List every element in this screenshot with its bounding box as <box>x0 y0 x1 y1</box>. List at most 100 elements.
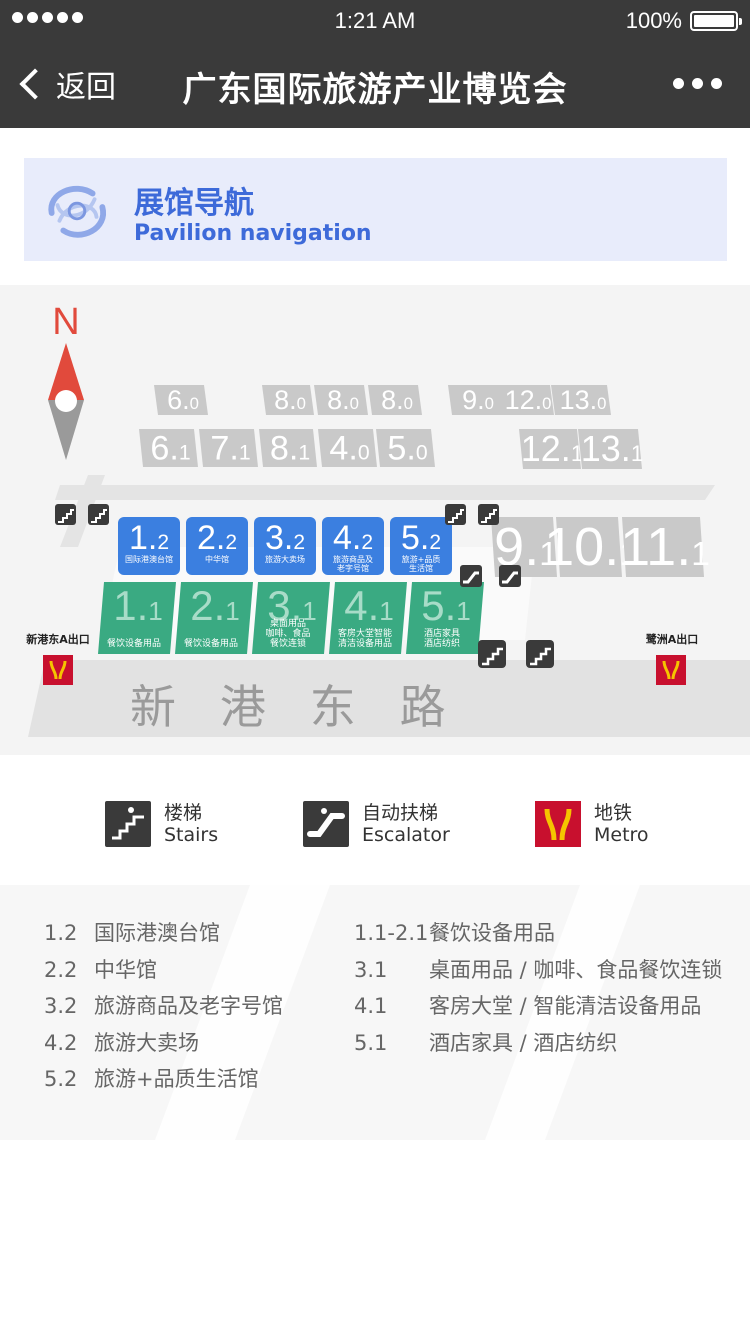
hall-label: 酒店纺织 <box>424 637 460 649</box>
blue-hall-5.2[interactable]: 5.2旅游+品质生活馆 <box>390 517 452 575</box>
gray-hall-13.0[interactable]: 13.0 <box>551 385 611 415</box>
gray-hall-5.0[interactable]: 5.0 <box>376 429 435 467</box>
gray-hall-10.1[interactable]: 10.1 <box>544 517 638 577</box>
hall-number: 11.1 <box>620 517 710 577</box>
gray-hall-block <box>318 429 377 467</box>
top-bar: 1:21 AM 100% 返回 广东国际旅游产业博览会 <box>0 0 750 128</box>
legend-escalator-cn: 自动扶梯 <box>362 802 439 824</box>
hall-label: 咖啡、食品 <box>265 627 310 639</box>
navigation-bar: 返回 广东国际旅游产业博览会 <box>0 40 750 128</box>
gray-hall-7.1[interactable]: 7.1 <box>199 429 258 467</box>
gray-hall-11.1[interactable]: 11.1 <box>620 517 710 577</box>
hall-number: 4.2 <box>333 519 373 557</box>
blue-hall-block <box>390 517 452 575</box>
gray-hall-6.1[interactable]: 6.1 <box>139 429 198 467</box>
stairs-icon <box>88 504 109 525</box>
metro-icon <box>43 655 73 685</box>
blue-halls-group: 1.2国际港澳台馆2.2中华馆3.2旅游大卖场4.2旅游商品及老字号馆5.2旅游… <box>118 517 452 575</box>
blue-hall-block <box>118 517 180 575</box>
hall-label: 餐饮设备用品 <box>107 637 161 649</box>
hall-number: 8.0 <box>327 385 359 415</box>
gray-hall-block <box>368 385 422 415</box>
gray-hall-block <box>154 385 208 415</box>
hall-label: 客房大堂智能 <box>338 627 392 639</box>
hall-number: 8.0 <box>381 385 413 415</box>
hall-label: 餐饮设备用品 <box>184 637 238 649</box>
hall-number: 6.1 <box>150 429 190 467</box>
hall-label: 老字号馆 <box>337 563 369 573</box>
gray-hall-9.0[interactable]: 9.0 <box>448 385 504 415</box>
background-decoration <box>155 885 640 1140</box>
gray-hall-block <box>556 517 622 577</box>
back-label: 返回 <box>56 70 116 105</box>
gray-hall-block <box>259 429 317 467</box>
gray-hall-block <box>578 429 642 469</box>
gray-hall-4.0[interactable]: 4.0 <box>318 429 377 467</box>
legend-escalator-en: Escalator <box>362 824 450 846</box>
blue-hall-block <box>322 517 384 575</box>
gray-hall-6.0[interactable]: 6.0 <box>154 385 208 415</box>
gray-hall-8.0[interactable]: 8.0 <box>368 385 422 415</box>
hall-number: 2.2 <box>197 519 237 557</box>
escalator-icon <box>303 801 349 847</box>
gray-hall-block <box>491 517 557 577</box>
hall-number: 5.0 <box>387 429 427 467</box>
more-options-button[interactable] <box>673 78 722 89</box>
escalator-icon <box>499 565 521 587</box>
compass-icon: N <box>48 301 84 460</box>
gray-hall-8.0[interactable]: 8.0 <box>262 385 314 415</box>
gray-hall-block <box>448 385 504 415</box>
hall-label: 旅游大卖场 <box>265 554 305 564</box>
stairs-icon <box>445 504 466 525</box>
green-hall-block <box>329 582 407 654</box>
hall-label: 餐饮连锁 <box>270 637 306 649</box>
gray-hall-13.1[interactable]: 13.1 <box>578 428 643 469</box>
gray-hall-8.1[interactable]: 8.1 <box>259 429 317 467</box>
map-walkway <box>60 475 105 547</box>
gray-hall-12.1[interactable]: 12.1 <box>519 428 583 469</box>
green-hall-block <box>252 582 330 654</box>
hall-number: 4.1 <box>344 582 394 629</box>
hall-number: 7.1 <box>210 429 250 467</box>
legend-metro-en: Metro <box>594 824 649 846</box>
hall-label: 酒店家具 <box>424 627 460 639</box>
hall-number: 8.1 <box>270 429 310 467</box>
hall-number: 12.1 <box>521 428 583 469</box>
back-button[interactable]: 返回 <box>18 62 116 106</box>
hall-number: 13.1 <box>581 428 643 469</box>
hall-number: 1.2 <box>129 519 169 557</box>
hall-label: 清洁设备用品 <box>338 637 392 649</box>
hall-number: 5.1 <box>421 582 471 629</box>
gray-hall-8.0[interactable]: 8.0 <box>314 385 368 415</box>
gray-hall-block <box>262 385 314 415</box>
hall-number: 3.2 <box>265 519 305 557</box>
gray-hall-12.0[interactable]: 12.0 <box>498 385 554 415</box>
green-hall-block <box>406 582 484 654</box>
green-hall-1.1[interactable]: 1.1 餐饮设备用品 <box>98 582 176 654</box>
blue-hall-block <box>186 517 248 575</box>
legend-stairs-cn: 楼梯 <box>164 802 203 824</box>
hall-number: 1.1 <box>113 582 163 629</box>
exit-right-label: 鹭洲A出口 <box>646 632 699 646</box>
green-halls-group: 1.1餐饮设备用品2.1餐饮设备用品3.1桌面用品咖啡、食品餐饮连锁4.1客房大… <box>98 582 484 654</box>
stairs-icon <box>478 504 499 525</box>
stairs-icon <box>526 640 554 668</box>
gray-hall-block <box>498 385 554 415</box>
road-strip <box>28 660 750 737</box>
